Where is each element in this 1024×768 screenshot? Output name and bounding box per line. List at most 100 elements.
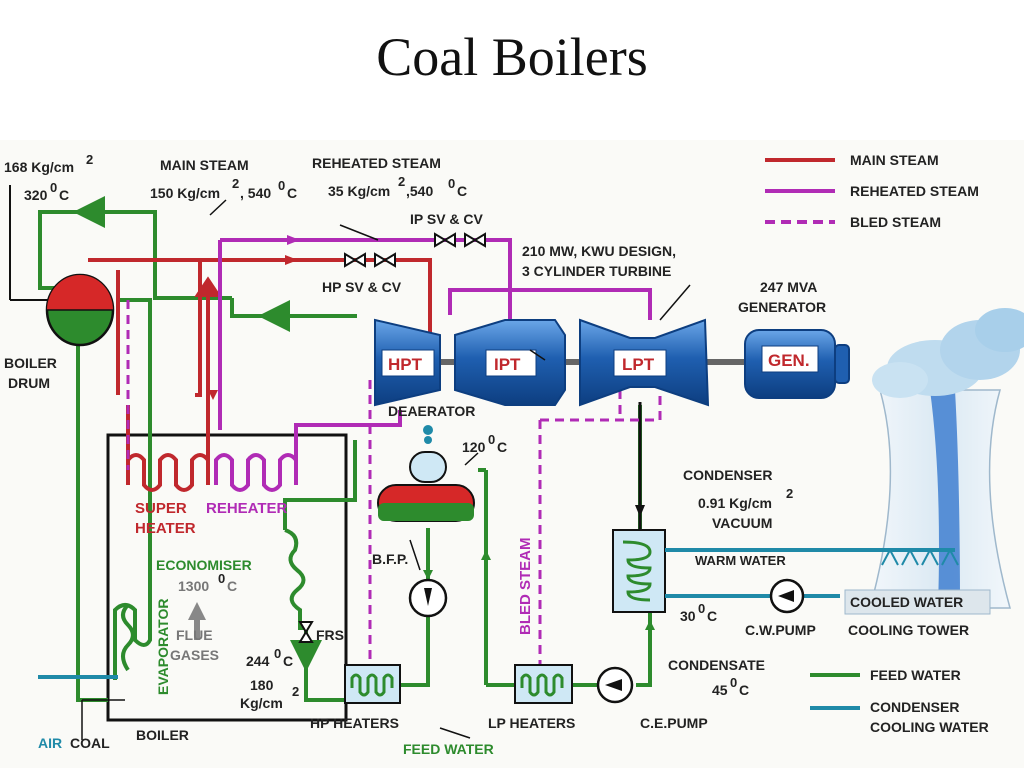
boiler-label: BOILER (136, 727, 189, 743)
reheater-label: REHEATER (206, 500, 288, 517)
turbine-desc-1: 210 MW, KWU DESIGN, (522, 243, 676, 259)
flue-gases-label-1: FLUE (176, 627, 213, 643)
frs-label: FRS (316, 627, 344, 643)
fw-pressure-sup: 2 (292, 684, 299, 699)
hp-valve-label: HP SV & CV (322, 279, 402, 295)
fw-temp-sup: 0 (274, 646, 281, 661)
drum-pressure-sup: 2 (86, 152, 93, 167)
boiler-feed-pump[interactable] (408, 578, 448, 618)
cooling-tower-label: COOLING TOWER (848, 622, 969, 638)
warm-water-label: WARM WATER (695, 553, 786, 568)
condenser-pressure-sup: 2 (786, 486, 793, 501)
deaerator-temp-unit: C (497, 439, 507, 455)
cooled-water-label: COOLED WATER (850, 594, 963, 610)
reheated-steam-piping (214, 238, 652, 492)
condenser-label: CONDENSER (683, 467, 772, 483)
generator[interactable] (744, 329, 850, 399)
deaerator-temp-sup: 0 (488, 432, 495, 447)
lp-heaters[interactable] (514, 664, 573, 704)
legend-cooling-water-label-1: CONDENSER (870, 699, 959, 715)
reheated-steam-value-c: C (457, 183, 467, 199)
generator-desc-1: 247 MVA (760, 279, 817, 295)
condensate-extraction-pump[interactable] (596, 666, 634, 704)
deaerator[interactable] (377, 425, 475, 522)
reheated-steam-title: REHEATED STEAM (312, 155, 441, 171)
boiler-drum[interactable] (45, 273, 115, 347)
lpt-label: LPT (622, 355, 655, 374)
furnace-temp: 1300 (178, 578, 209, 594)
cw-pump-label: C.W.PUMP (745, 622, 816, 638)
cooling-water-temp: 30 (680, 608, 696, 624)
ip-sv-cv-valve[interactable] (434, 232, 486, 248)
drum-temp-sup: 0 (50, 180, 57, 195)
boiler-drum-label-2: DRUM (8, 375, 50, 391)
condensate-temp-sup: 0 (730, 675, 737, 690)
drum-temp-label: 320 (24, 187, 48, 203)
flue-gases-label-2: GASES (170, 647, 219, 663)
lp-turbine[interactable] (579, 318, 710, 407)
legend-cooling-water-label-2: COOLING WATER (870, 719, 989, 735)
main-steam-value-sup2: 0 (278, 178, 285, 193)
cooling-water-temp-sup: 0 (698, 601, 705, 616)
spray-nozzles (881, 549, 959, 566)
condensate-label: CONDENSATE (668, 657, 765, 673)
condensate-temp-unit: C (739, 682, 749, 698)
bfp-label: B.F.P. (372, 551, 408, 567)
legend-bled-steam-label: BLED STEAM (850, 214, 941, 230)
deaerator-temp: 120 (462, 439, 486, 455)
main-steam-value-sup: 2 (232, 176, 239, 191)
drum-pressure-label: 168 Kg/cm (4, 159, 74, 175)
condensate-temp: 45 (712, 682, 728, 698)
main-steam-value-b: , 540 (240, 185, 271, 201)
ce-pump-label: C.E.PUMP (640, 715, 708, 731)
fw-pressure-1: 180 (250, 677, 274, 693)
condenser (612, 402, 666, 613)
ip-valve-label: IP SV & CV (410, 211, 484, 227)
gen-label: GEN. (768, 351, 810, 370)
legend-reheated-steam-label: REHEATED STEAM (850, 183, 979, 199)
circulating-water-pump[interactable] (769, 578, 805, 614)
frs-valve[interactable] (298, 621, 314, 643)
hp-turbine[interactable] (374, 318, 441, 407)
reheated-steam-value-sup2: 0 (448, 176, 455, 191)
hp-heaters-label: HP HEATERS (310, 715, 399, 731)
ipt-label: IPT (494, 355, 521, 374)
cooled-water-box (844, 589, 991, 615)
turbine-desc-2: 3 CYLINDER TURBINE (522, 263, 671, 279)
evaporator-label: EVAPORATOR (155, 599, 171, 695)
ip-turbine[interactable] (454, 319, 566, 406)
super-heater-label-1: SUPER (135, 500, 187, 517)
furnace-temp-sup: 0 (218, 571, 225, 586)
lp-heaters-label: LP HEATERS (488, 715, 575, 731)
reheated-steam-value-sup: 2 (398, 174, 405, 189)
cooling-tower (869, 308, 1024, 609)
reheated-steam-value-a: 35 Kg/cm (328, 183, 390, 199)
air-label: AIR (38, 735, 62, 751)
feed-water-arrows (74, 207, 655, 630)
leader-lines (81, 199, 691, 740)
hp-sv-cv-valve[interactable] (344, 252, 396, 268)
main-steam-title: MAIN STEAM (160, 157, 249, 173)
condenser-vacuum: VACUUM (712, 515, 772, 531)
condenser-pressure: 0.91 Kg/cm (698, 495, 772, 511)
reheated-steam-value-b: ,540 (406, 183, 433, 199)
deaerator-label: DEAERATOR (388, 403, 475, 419)
main-steam-value-c: C (287, 185, 297, 201)
flue-gas-arrow (188, 602, 206, 640)
feed-water-bottom-label: FEED WATER (403, 741, 494, 757)
boiler-drum-label-1: BOILER (4, 355, 57, 371)
bled-steam-piping (126, 300, 662, 685)
steam-arrows (208, 235, 300, 400)
boiler-enclosure (106, 433, 348, 722)
power-plant-diagram: MAIN STEAM REHEATED STEAM BLED STEAM FEE… (0, 140, 1024, 768)
drum-temp-unit: C (59, 187, 69, 203)
fw-temp-unit: C (283, 653, 293, 669)
super-heater-label-2: HEATER (135, 520, 196, 537)
main-steam-value-a: 150 Kg/cm (150, 185, 220, 201)
cooling-water-temp-unit: C (707, 608, 717, 624)
fw-temp: 244 (246, 653, 270, 669)
hp-heaters[interactable] (344, 664, 401, 704)
bled-steam-vertical-label: BLED STEAM (517, 538, 534, 636)
cooling-water-piping (38, 548, 955, 679)
coal-label: COAL (70, 735, 110, 751)
